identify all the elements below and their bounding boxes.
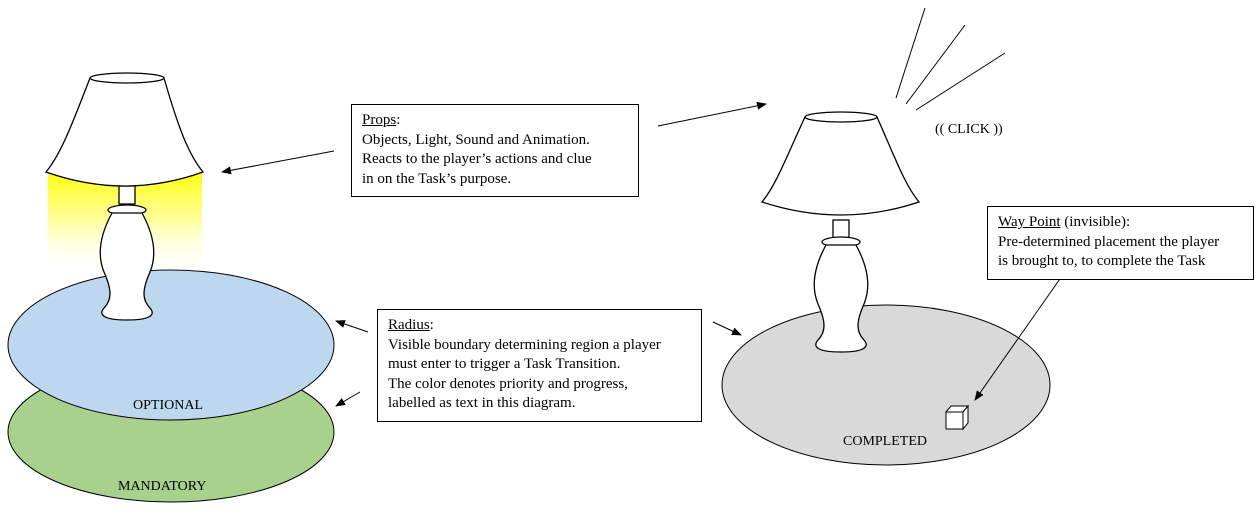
radius-callout-box: Radius: Visible boundary determining reg… — [377, 309, 702, 422]
arrow-waypoint-to-cube — [974, 275, 1063, 401]
mandatory-label: MANDATORY — [118, 479, 207, 494]
radius-title-suffix: : — [429, 317, 434, 333]
optional-label: OPTIONAL — [133, 398, 203, 413]
waypoint-line: is brought to, to complete the Task — [998, 253, 1206, 269]
waypoint-callout-box: Way Point (invisible): Pre-determined pl… — [987, 206, 1254, 280]
radius-line: must enter to trigger a Task Transition. — [388, 356, 621, 372]
radius-line: Visible boundary determining region a pl… — [388, 336, 661, 353]
arrow-radius-to-completed — [712, 321, 742, 336]
lamp-right — [760, 111, 921, 353]
arrow-radius-to-mandatory — [335, 391, 361, 407]
waypoint-title-suffix: (invisible): — [1060, 214, 1131, 230]
props-title: Props — [362, 112, 397, 128]
radius-line: The color denotes priority and progress, — [388, 375, 628, 392]
arrow-props-to-left-lamp — [221, 150, 335, 175]
waypoint-line: Pre-determined placement the player — [998, 233, 1220, 250]
lamp-left — [44, 72, 205, 321]
arrow-props-to-right-lamp — [657, 101, 767, 127]
click-label: (( CLICK )) — [935, 122, 1003, 137]
props-line: Reacts to the player’s actions and clue — [362, 151, 592, 167]
waypoint-title: Way Point — [998, 214, 1061, 230]
radius-title: Radius — [388, 317, 430, 333]
props-line: in on the Task’s purpose. — [362, 170, 512, 187]
waypoint-cube — [944, 404, 970, 431]
props-title-suffix: : — [396, 112, 401, 128]
props-line: Objects, Light, Sound and Animation. — [362, 131, 590, 148]
completed-label: COMPLETED — [843, 434, 927, 449]
completed-radius — [721, 304, 1051, 466]
props-callout-box: Props: Objects, Light, Sound and Animati… — [351, 104, 639, 197]
radius-line: labelled as text in this diagram. — [388, 395, 576, 411]
click-burst-lines — [895, 7, 1006, 111]
arrow-radius-to-optional — [335, 320, 369, 333]
